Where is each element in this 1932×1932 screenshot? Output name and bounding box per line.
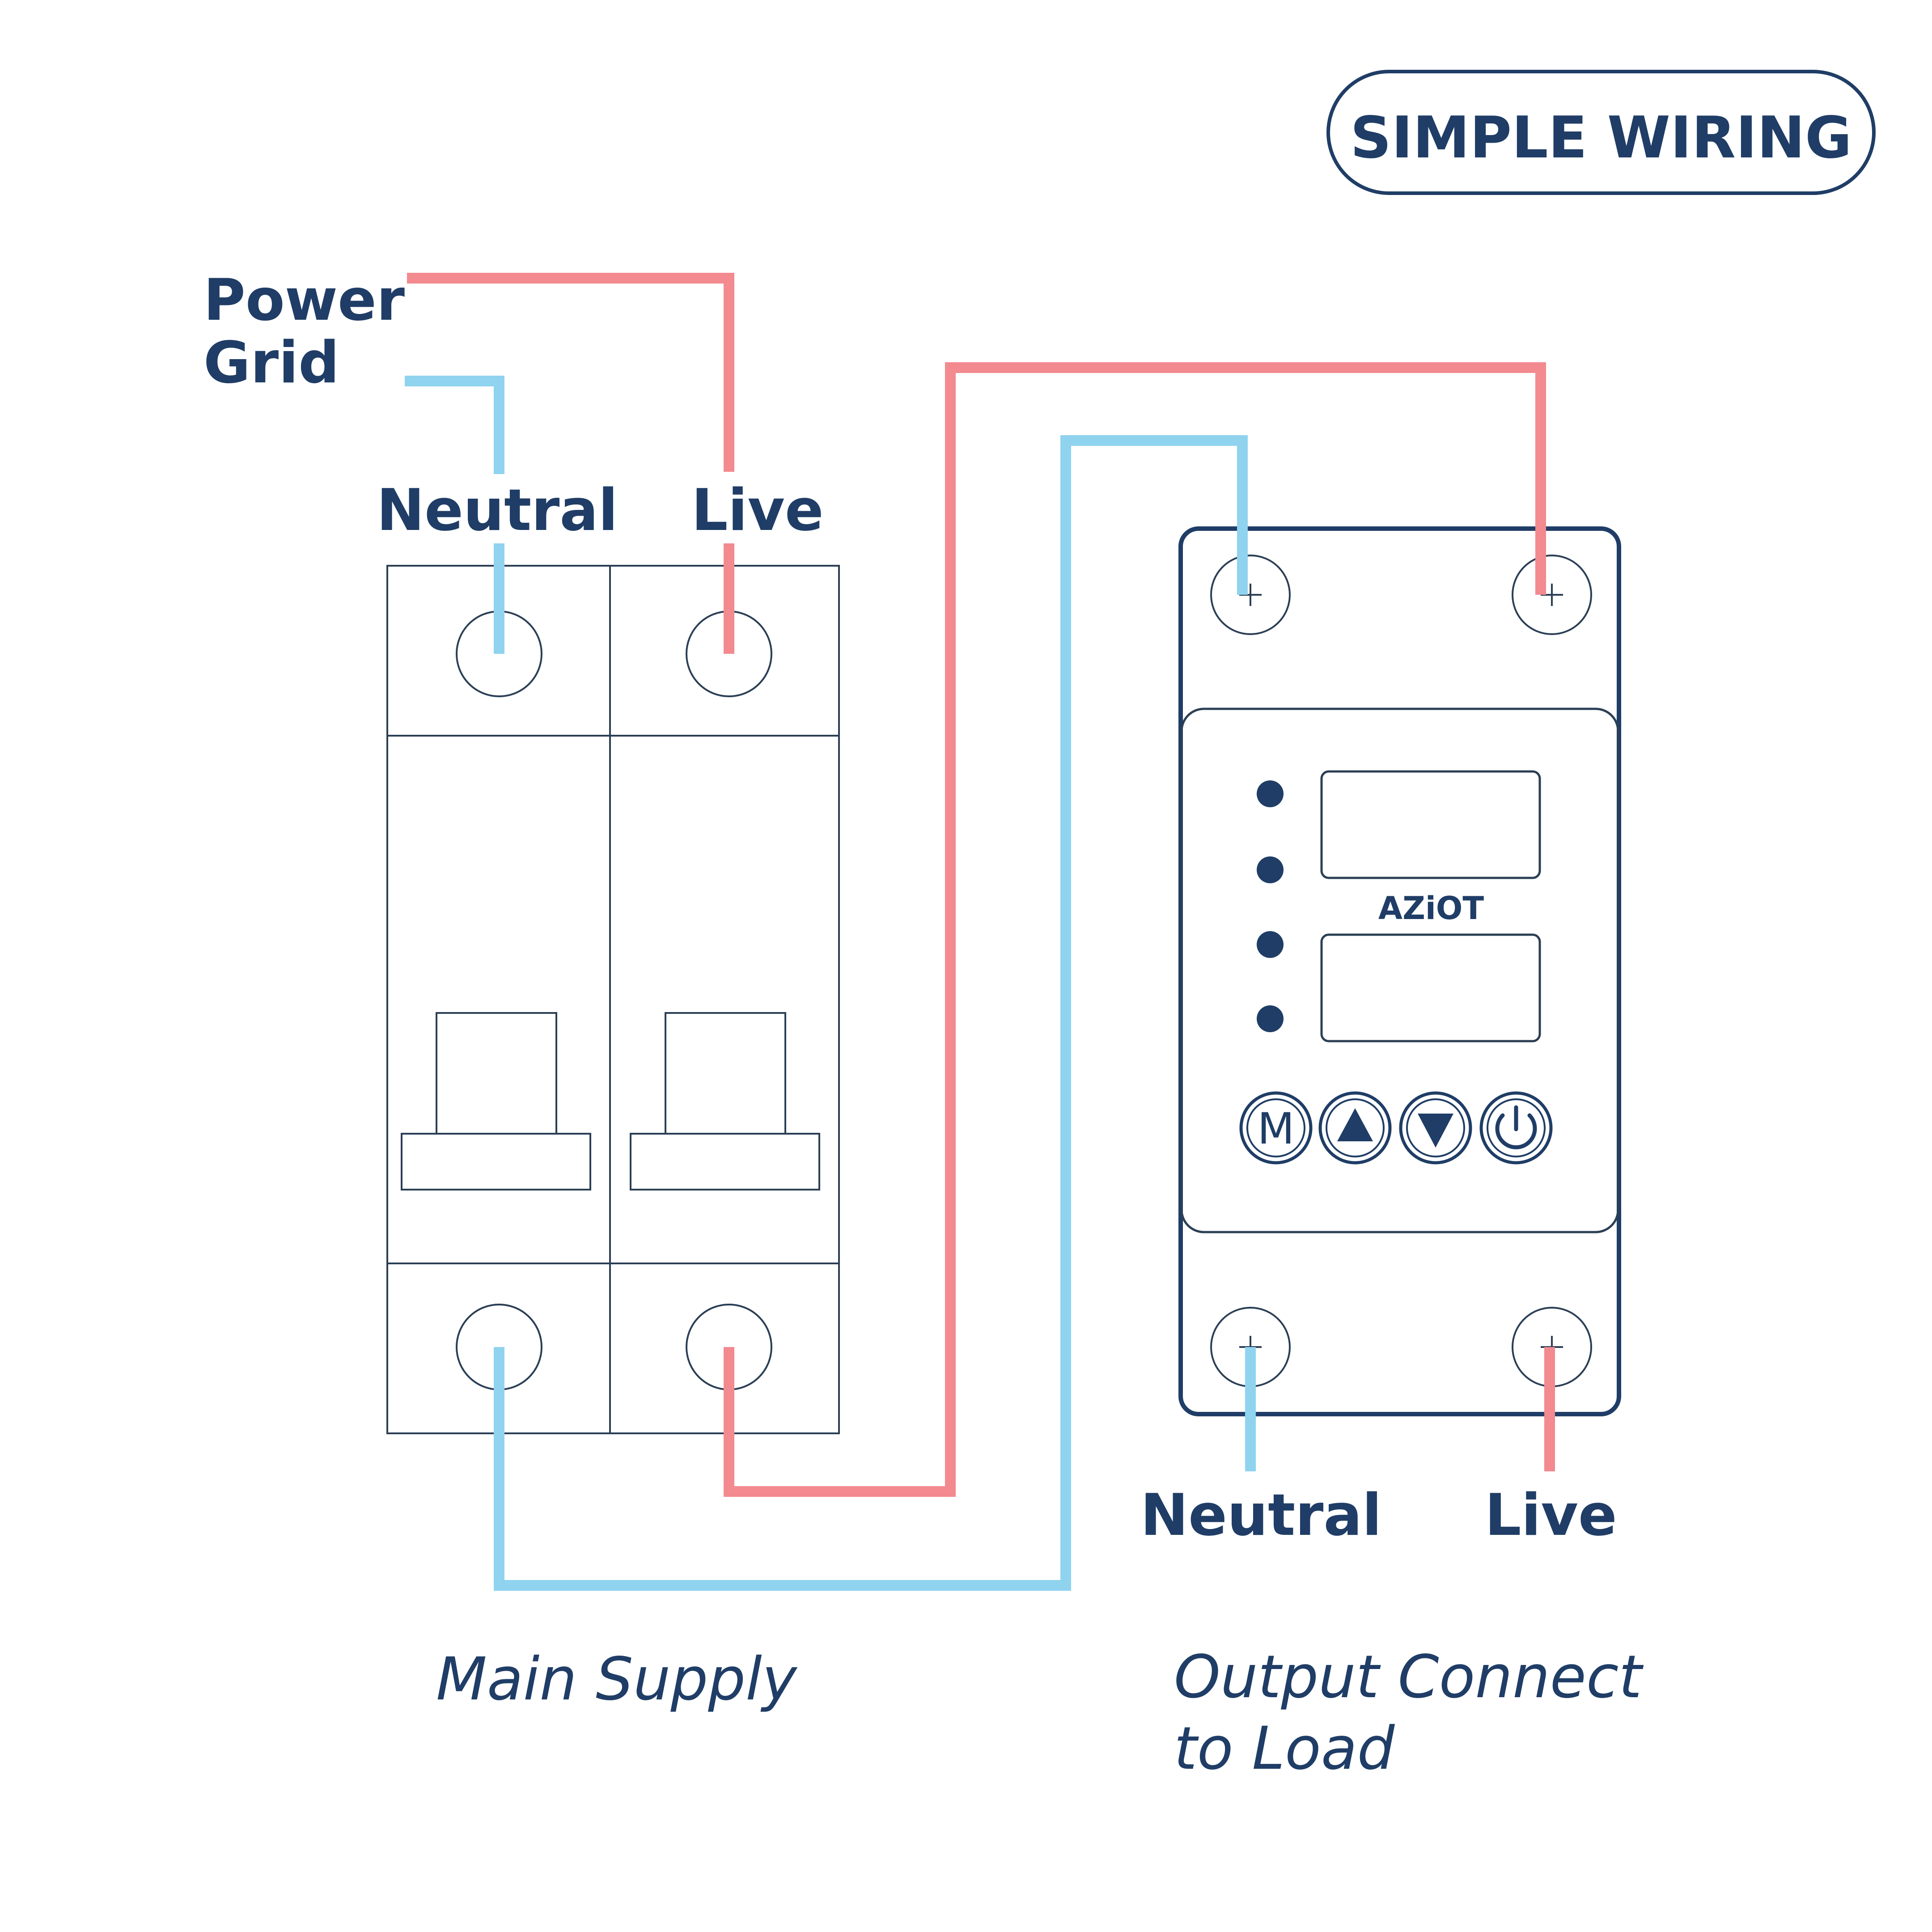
badge-text: SIMPLE WIRING: [1350, 105, 1852, 171]
device-front-panel: [1180, 708, 1619, 1233]
circuit-breaker: [386, 565, 840, 1434]
display-top: [1320, 770, 1541, 879]
display-bottom: [1320, 933, 1541, 1042]
indicator-led-3: [1257, 931, 1284, 958]
breaker-toggle-left: [401, 1012, 591, 1191]
power-grid-label-line2: Grid: [203, 330, 339, 396]
neutral-wire-breaker-to-device: [494, 435, 1248, 1591]
breaker-neutral-label: Neutral: [377, 477, 618, 544]
protector-device: AZiOT M: [1178, 526, 1621, 1416]
mode-button[interactable]: M: [1239, 1091, 1313, 1165]
up-button[interactable]: [1318, 1091, 1392, 1165]
output-live-label: Live: [1485, 1482, 1617, 1549]
indicator-led-4: [1257, 1005, 1284, 1032]
live-wire-breaker-to-device: [724, 362, 1546, 1497]
down-button[interactable]: [1399, 1091, 1472, 1165]
indicator-led-2: [1257, 856, 1284, 883]
mode-button-label: M: [1258, 1104, 1295, 1154]
output-caption-line2: to Load: [1174, 1714, 1395, 1783]
power-icon: [1495, 1105, 1537, 1149]
breaker-live-label: Live: [691, 477, 824, 544]
live-wire-grid-to-breaker: [407, 273, 734, 472]
power-grid-label-line1: Power: [203, 267, 405, 334]
main-supply-caption: Main Supply: [436, 1645, 798, 1714]
down-arrow-icon: [1418, 1114, 1453, 1148]
indicator-led-1: [1257, 780, 1284, 807]
neutral-wire-grid-to-breaker: [405, 376, 504, 474]
device-terminal-top-right: [1512, 555, 1592, 635]
up-arrow-icon: [1337, 1108, 1373, 1141]
output-caption-line1: Output Connect: [1174, 1643, 1644, 1712]
brand-logo: AZiOT: [1378, 890, 1484, 927]
breaker-toggle-right: [630, 1012, 820, 1191]
simple-wiring-badge: SIMPLE WIRING: [1326, 70, 1876, 195]
output-neutral-label: Neutral: [1140, 1482, 1382, 1549]
power-button[interactable]: [1479, 1091, 1553, 1165]
device-terminal-top-left: [1210, 555, 1291, 635]
